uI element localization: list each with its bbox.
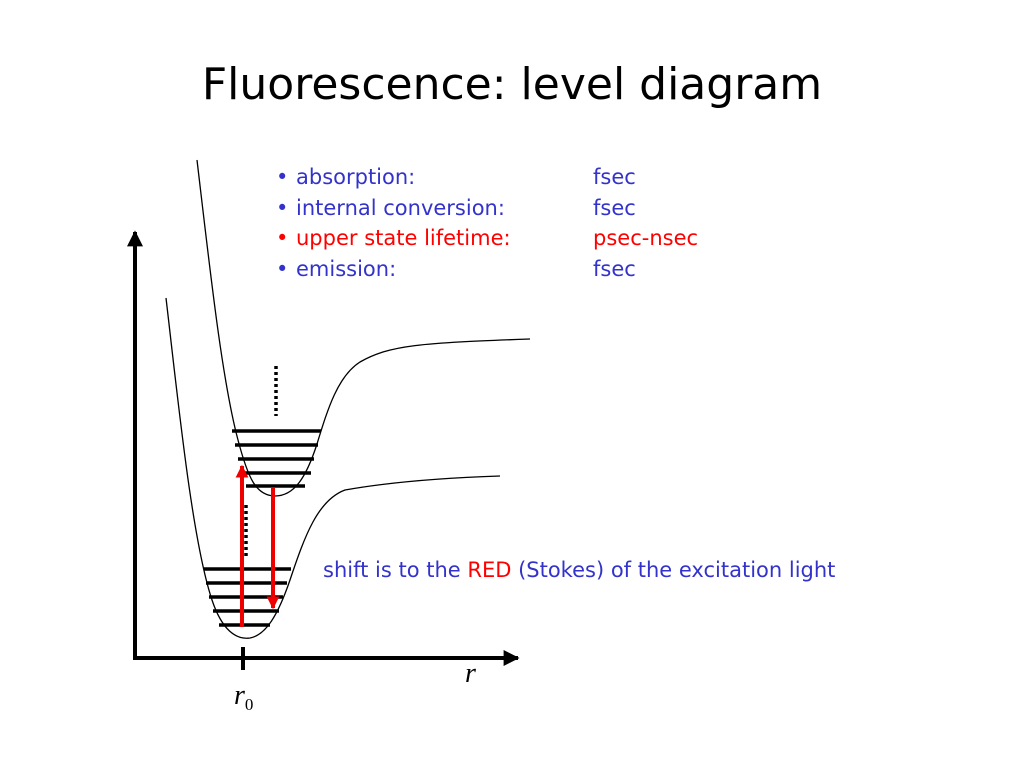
- note-text-before: shift is to the: [323, 558, 468, 582]
- r0-label: r0: [234, 680, 253, 715]
- timing-row: • internal conversion: fsec: [276, 193, 698, 224]
- timing-value: fsec: [593, 195, 636, 220]
- timing-row: • emission: fsec: [276, 254, 698, 285]
- timing-label: internal conversion:: [296, 195, 505, 220]
- timing-label: emission:: [296, 256, 397, 281]
- excited-state-potential-curve: [196, 159, 531, 497]
- stokes-shift-note: shift is to the RED (Stokes) of the exci…: [323, 555, 835, 585]
- note-text-after: (Stokes) of the excitation light: [511, 558, 836, 582]
- r-axis-label: r: [465, 658, 476, 689]
- timing-row: • upper state lifetime: psec-nsec: [276, 223, 698, 254]
- timing-bullet: •: [276, 195, 289, 220]
- timing-value: psec-nsec: [593, 226, 699, 250]
- timing-bullet: •: [276, 165, 289, 189]
- timing-bullet: •: [276, 256, 289, 281]
- timing-bullet: •: [276, 226, 289, 250]
- timing-value: fsec: [593, 256, 636, 281]
- timing-label: absorption:: [296, 165, 416, 189]
- r0-label-main: r: [234, 680, 245, 711]
- slide-title: Fluorescence: level diagram: [201, 59, 823, 110]
- excited-vibrational-levels: [232, 429, 321, 488]
- note-red-highlight: RED: [467, 558, 512, 582]
- timing-label: upper state lifetime:: [296, 226, 511, 250]
- timing-value: fsec: [593, 165, 636, 189]
- ground-state-potential-curve: [165, 297, 501, 639]
- ground-vibrational-levels: [204, 567, 291, 627]
- r0-label-subscript: 0: [244, 695, 254, 714]
- timing-list: • absorption: fsec • internal conversion: fse…: [276, 162, 698, 284]
- timing-row: • absorption: fsec: [276, 162, 698, 193]
